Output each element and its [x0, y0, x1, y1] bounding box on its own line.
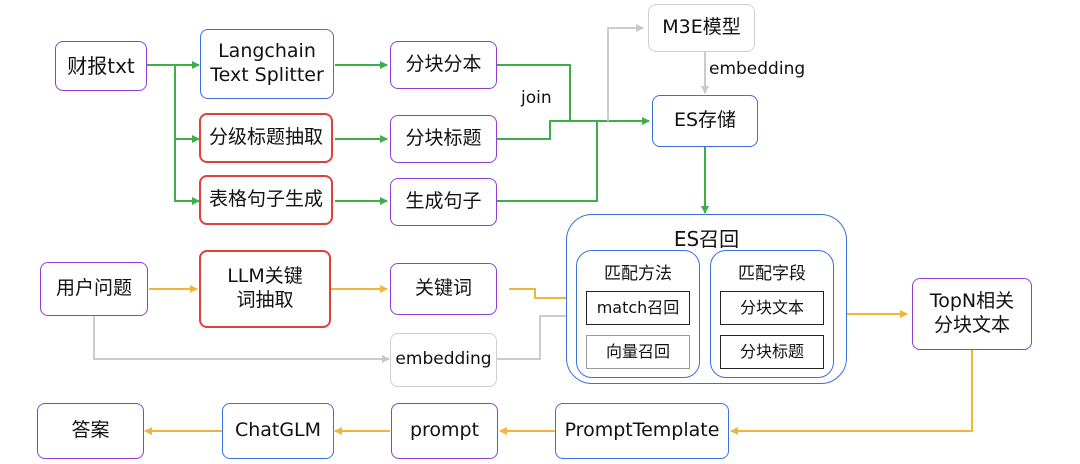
- field-item-text-label: 分块文本: [739, 298, 804, 317]
- fenji-biaoti-label: 分级标题抽取: [208, 126, 323, 149]
- fenji-biaoti-node[interactable]: 分级标题抽取: [199, 113, 333, 163]
- langchain-splitter-node[interactable]: Langchain Text Splitter: [200, 29, 334, 99]
- arrow-join-to-m3e: [607, 24, 644, 121]
- embedding-query-node[interactable]: embedding: [390, 333, 497, 387]
- chatglm-node[interactable]: ChatGLM: [222, 403, 334, 459]
- arrow-juzi-join: [497, 121, 598, 202]
- prompt-template-node[interactable]: PromptTemplate: [555, 403, 729, 459]
- embedding-top-label: embedding: [709, 59, 806, 79]
- fenkuai-fenben-node[interactable]: 分块分本: [390, 41, 497, 89]
- prompt-template-label: PromptTemplate: [564, 419, 720, 442]
- llm-keyword-extract-node[interactable]: LLM关键 词抽取: [199, 250, 331, 328]
- join-label: join: [521, 88, 552, 108]
- yonghu-wenti-label: 用户问题: [55, 277, 132, 300]
- arrow-biaoti-join: [497, 120, 570, 140]
- arrow-fenkuai-join: [497, 64, 571, 121]
- field-item-title-label: 分块标题: [739, 342, 804, 361]
- yonghu-wenti-node[interactable]: 用户问题: [40, 262, 148, 316]
- llm-keyword-extract-label: LLM关键 词抽取: [227, 265, 303, 311]
- biaoge-juzi-node[interactable]: 表格句子生成: [199, 175, 333, 225]
- caibao-txt-node[interactable]: 财报txt: [55, 41, 147, 91]
- es-storage-label: ES存储: [673, 109, 737, 132]
- langchain-splitter-label: Langchain Text Splitter: [210, 40, 324, 86]
- caibao-txt-label: 财报txt: [67, 53, 135, 78]
- fenkuai-biaoti-label: 分块标题: [405, 127, 482, 150]
- embedding-query-label: embedding: [395, 349, 492, 370]
- fenkuai-fenben-label: 分块分本: [405, 53, 482, 76]
- prompt-node[interactable]: prompt: [391, 403, 498, 459]
- arrow-keyword-to-recall: [509, 288, 577, 302]
- chatglm-label: ChatGLM: [234, 419, 322, 442]
- answer-node[interactable]: 答案: [37, 403, 144, 459]
- field-item-text[interactable]: 分块文本: [720, 291, 824, 325]
- prompt-label: prompt: [409, 419, 480, 442]
- arrow-question-to-embedding: [93, 316, 390, 363]
- topn-chunks-label: TopN相关 分块文本: [929, 290, 1015, 336]
- field-item-title[interactable]: 分块标题: [720, 335, 824, 369]
- answer-label: 答案: [71, 419, 110, 442]
- shengcheng-juzi-node[interactable]: 生成句子: [390, 178, 497, 226]
- arrow-topn-to-template: [730, 350, 973, 435]
- method-item-match-label: match召回: [596, 298, 680, 317]
- method-item-vector[interactable]: 向量召回: [586, 335, 690, 369]
- es-recall-title: ES召回: [673, 227, 740, 251]
- method-item-vector-label: 向量召回: [605, 342, 670, 361]
- fenkuai-biaoti-node[interactable]: 分块标题: [390, 115, 497, 163]
- arrow-split-to-biaoge: [174, 139, 200, 205]
- topn-chunks-node[interactable]: TopN相关 分块文本: [912, 278, 1032, 350]
- shengcheng-juzi-label: 生成句子: [405, 190, 482, 213]
- arrow-embedding-to-recall: [497, 312, 577, 360]
- m3e-model-label: M3E模型: [662, 16, 741, 39]
- match-method-title: 匹配方法: [604, 264, 672, 284]
- arrow-split-to-fenji: [174, 65, 200, 143]
- guanjianci-label: 关键词: [414, 277, 472, 300]
- m3e-model-node[interactable]: M3E模型: [648, 4, 755, 52]
- method-item-match[interactable]: match召回: [586, 291, 690, 325]
- match-field-title: 匹配字段: [738, 264, 806, 284]
- biaoge-juzi-label: 表格句子生成: [208, 188, 323, 211]
- es-storage-node[interactable]: ES存储: [652, 95, 758, 147]
- guanjianci-node[interactable]: 关键词: [390, 263, 497, 315]
